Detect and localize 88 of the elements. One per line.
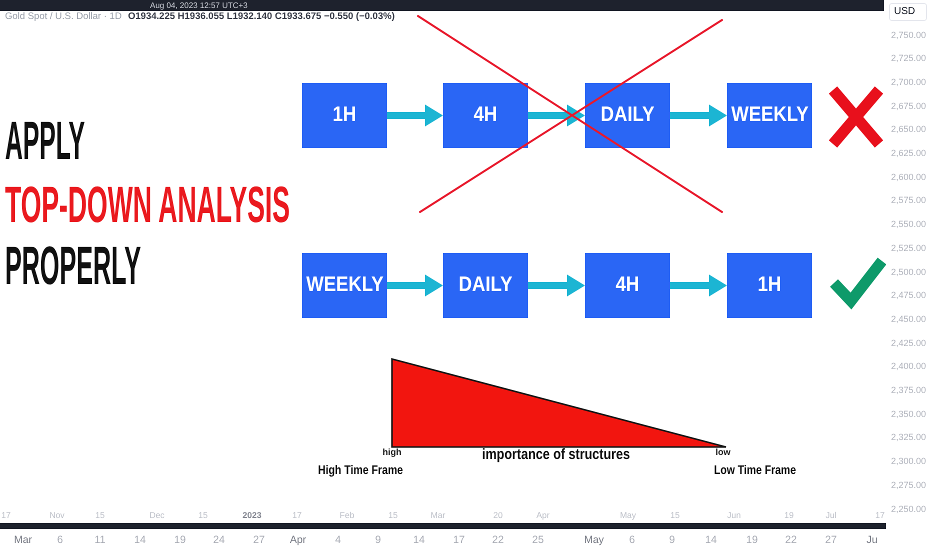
- price-axis-label: 2,575.00: [890, 196, 926, 206]
- date-axis-label: 27: [825, 534, 837, 546]
- timeframe-box: 1H: [727, 253, 812, 318]
- price-axis-label: 2,375.00: [890, 386, 926, 395]
- price-axis-label: 2,700.00: [890, 78, 926, 87]
- headline-text: PROPERLY: [5, 239, 141, 293]
- timeframe-box: DAILY: [585, 83, 670, 148]
- date-axis-label: 17: [875, 510, 885, 520]
- date-axis-label: 4: [335, 534, 341, 546]
- date-axis-label: Apr: [536, 510, 550, 520]
- price-axis-label: 2,350.00: [890, 410, 926, 419]
- date-axis-label: 14: [705, 534, 717, 546]
- date-axis-label: 22: [785, 534, 797, 546]
- price-axis-label: 2,750.00: [890, 30, 926, 40]
- price-axis-label: 2,650.00: [890, 125, 926, 134]
- timeframe-box: WEEKLY: [727, 83, 812, 148]
- date-axis-label: 6: [57, 534, 63, 546]
- date-axis-label: 9: [669, 534, 675, 546]
- price-axis-label: 2,625.00: [890, 149, 926, 158]
- price-axis-label: 2,275.00: [890, 480, 926, 490]
- symbol-title: Gold Spot / U.S. Dollar · 1D: [5, 12, 122, 22]
- date-axis-label: 15: [95, 510, 105, 520]
- price-axis-label: 2,600.00: [890, 172, 926, 182]
- price-axis-label: 2,725.00: [890, 54, 926, 64]
- price-axis-label: 2,425.00: [890, 338, 926, 348]
- date-axis-label: May: [584, 534, 604, 546]
- date-axis-label: 15: [198, 510, 208, 520]
- date-axis-label: 2023: [242, 510, 262, 520]
- date-axis-label: 19: [746, 534, 758, 546]
- price-axis-label: 2,250.00: [890, 504, 926, 514]
- date-axis-label: 15: [388, 510, 398, 520]
- date-axis-label: 17: [453, 534, 465, 546]
- timeframe-label: Low Time Frame: [714, 464, 796, 476]
- timeframe-box: 4H: [585, 253, 670, 318]
- ohlc-values: O1934.225 H1936.055 L1932.140 C1933.675 −0.550 (−0.03%): [128, 12, 395, 22]
- scale-end-label: low: [716, 448, 730, 457]
- price-axis-label: 2,400.00: [890, 362, 926, 372]
- date-axis-label: 14: [413, 534, 425, 546]
- date-axis-label: 19: [784, 510, 794, 520]
- date-axis-label: 25: [532, 534, 544, 546]
- date-axis-label: 17: [292, 510, 302, 520]
- headline-text: APPLY: [5, 114, 85, 168]
- date-axis-label: Jun: [727, 510, 741, 520]
- price-axis-label: 2,325.00: [890, 433, 926, 442]
- date-axis-label: May: [620, 510, 636, 520]
- price-axis-label: 2,300.00: [890, 457, 926, 466]
- price-axis-label: 2,475.00: [890, 291, 926, 300]
- date-axis-label: Jul: [826, 510, 836, 520]
- currency-button: USD: [889, 3, 927, 21]
- price-axis-label: 2,550.00: [890, 220, 926, 230]
- date-axis-label: Nov: [49, 510, 65, 520]
- date-axis-label: Mar: [14, 534, 32, 546]
- date-axis-label: Mar: [430, 510, 446, 520]
- date-axis-label: 11: [94, 534, 106, 546]
- arrow: [528, 104, 585, 126]
- date-axis-label: 20: [493, 510, 503, 520]
- date-axis-label: 19: [174, 534, 186, 546]
- date-axis-label: 9: [375, 534, 381, 546]
- date-axis-label: 24: [213, 534, 225, 546]
- timeframe-box: DAILY: [443, 253, 528, 318]
- date-axis-label: 22: [492, 534, 504, 546]
- timeframe-box: 4H: [443, 83, 528, 148]
- date-axis-label: 14: [134, 534, 146, 546]
- timeframe-box: 1H: [302, 83, 387, 148]
- headline-text: TOP-DOWN ANALYSIS: [5, 179, 290, 230]
- price-axis-label: 2,525.00: [890, 244, 926, 253]
- date-axis-label: Dec: [149, 510, 165, 520]
- arrow: [387, 104, 443, 126]
- arrow: [528, 274, 585, 296]
- date-axis-label: Feb: [340, 510, 354, 520]
- publish-info-text: Aug 04, 2023 12:57 UTC+3: [150, 2, 248, 10]
- axis-caption: importance of structures: [482, 447, 630, 462]
- date-axis-label: 6: [629, 534, 635, 546]
- price-axis-label: 2,500.00: [890, 268, 926, 276]
- price-axis-label: 2,450.00: [890, 314, 926, 324]
- date-axis-label: 27: [253, 534, 265, 546]
- price-axis-label: 2,675.00: [890, 102, 926, 111]
- scale-end-label: high: [382, 448, 402, 457]
- date-axis-label: 17: [1, 510, 11, 520]
- importance-triangle: [391, 358, 727, 448]
- timeframe-box: WEEKLY: [302, 253, 387, 318]
- date-axis-label: Ju: [866, 534, 878, 546]
- arrow: [670, 104, 727, 126]
- timeframe-label: High Time Frame: [318, 464, 403, 476]
- arrow: [670, 274, 727, 296]
- arrow: [387, 274, 443, 296]
- date-axis-label: Apr: [290, 534, 306, 546]
- date-axis-label: 15: [670, 510, 680, 520]
